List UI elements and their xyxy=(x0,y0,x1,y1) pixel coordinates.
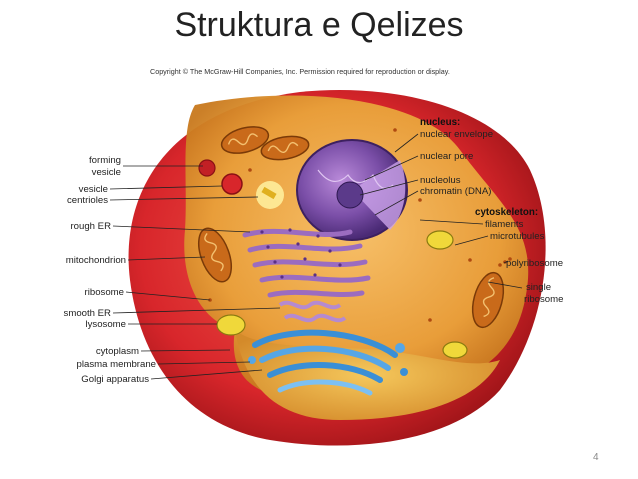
vesicle-shape xyxy=(221,173,243,195)
label-single-ribosome-line1: single xyxy=(526,282,551,293)
label-centrioles: centrioles xyxy=(67,195,108,206)
rough-er-shape xyxy=(242,228,371,298)
label-nucleolus: nucleolus xyxy=(420,175,461,186)
label-cytoskeleton-heading: cytoskeleton: xyxy=(475,207,538,218)
label-polyribosome: polyribosome xyxy=(506,258,563,269)
label-vesicle: vesicle xyxy=(79,184,108,195)
label-rough-er: rough ER xyxy=(70,221,111,232)
label-chromatin: chromatin (DNA) xyxy=(420,186,491,197)
golgi-shape xyxy=(252,329,398,396)
forming-vesicle-shape xyxy=(198,159,216,177)
nucleus-cutaway xyxy=(352,160,406,230)
label-single-ribosome-line2: ribosome xyxy=(524,294,563,305)
label-lysosome: lysosome xyxy=(85,319,126,330)
label-forming-vesicle-line1: forming xyxy=(89,155,121,166)
label-smooth-er: smooth ER xyxy=(64,308,112,319)
smooth-er-shape xyxy=(278,300,347,323)
page-number: 4 xyxy=(593,452,599,463)
label-nuclear-pore: nuclear pore xyxy=(420,151,473,162)
label-plasma-membrane: plasma membrane xyxy=(77,359,156,370)
nucleolus-shape xyxy=(336,181,364,209)
mitochondrion-shapes xyxy=(197,126,505,329)
label-forming-vesicle-line2: vesicle xyxy=(92,167,121,178)
leader-lines-right xyxy=(359,133,523,289)
slide-title: Struktura e Qelizes xyxy=(174,6,464,44)
label-nuclear-envelope: nuclear envelope xyxy=(420,129,493,140)
lysosome-shape xyxy=(216,314,246,336)
leader-lines-left xyxy=(109,165,281,380)
label-ribosome: ribosome xyxy=(85,287,124,298)
label-mitochondrion: mitochondrion xyxy=(66,255,126,266)
label-filaments: filaments xyxy=(485,219,524,230)
label-nucleus-heading: nucleus: xyxy=(420,117,460,128)
label-golgi-apparatus: Golgi apparatus xyxy=(81,374,149,385)
copyright-notice: Copyright © The McGraw-Hill Companies, I… xyxy=(150,67,450,76)
label-cytoplasm: cytoplasm xyxy=(96,346,139,357)
label-microtubules: microtubules xyxy=(490,231,545,242)
